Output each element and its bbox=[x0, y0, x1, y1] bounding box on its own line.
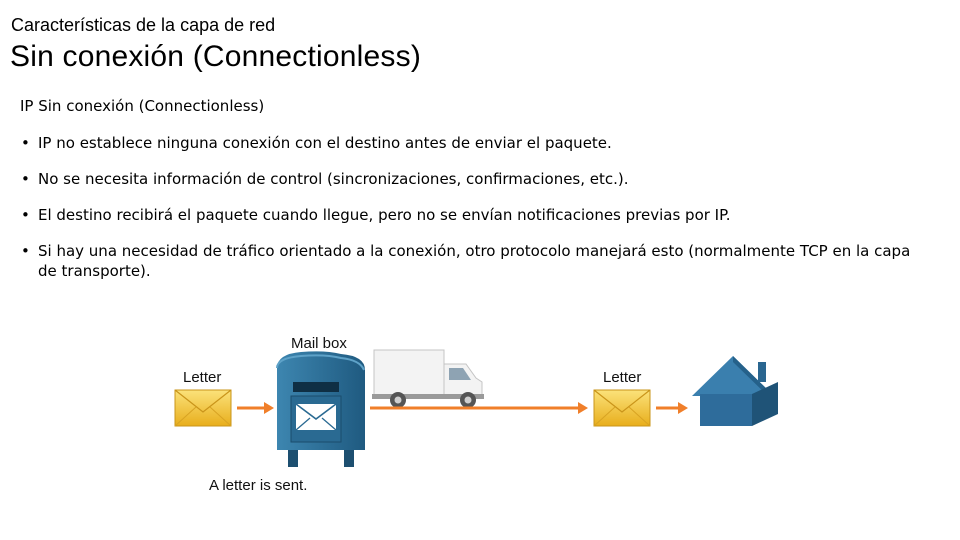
diagram-caption: A letter is sent. bbox=[209, 477, 308, 494]
bullet-item: Si hay una necesidad de tráfico orientad… bbox=[20, 241, 920, 281]
envelope-icon bbox=[593, 389, 651, 427]
intro-text: IP Sin conexión (Connectionless) bbox=[20, 97, 265, 115]
letter-label-left: Letter bbox=[183, 369, 222, 386]
diagram-graphics bbox=[174, 349, 778, 467]
house-icon bbox=[692, 356, 778, 426]
mailbox-label: Mail box bbox=[291, 335, 347, 352]
arrow-to-mailbox bbox=[237, 402, 274, 414]
bullet-list: IP no establece ninguna conexión con el … bbox=[20, 133, 920, 281]
truck-icon bbox=[372, 349, 484, 408]
bullet-item: IP no establece ninguna conexión con el … bbox=[20, 133, 920, 153]
arrow-to-destination bbox=[370, 402, 588, 414]
letter-label-right: Letter bbox=[603, 369, 642, 386]
arrow-to-house bbox=[656, 402, 688, 414]
mailbox-icon bbox=[276, 351, 365, 467]
bullet-item: No se necesita información de control (s… bbox=[20, 169, 920, 189]
envelope-icon bbox=[174, 389, 232, 427]
bullet-item: El destino recibirá el paquete cuando ll… bbox=[20, 205, 920, 225]
slide-subtitle: Características de la capa de red bbox=[11, 15, 276, 35]
slide-content: IP Sin conexión (Connectionless) IP no e… bbox=[20, 96, 920, 297]
connectionless-diagram: Letter Mail box Letter A letter is sent. bbox=[160, 330, 800, 500]
slide-title: Sin conexión (Connectionless) bbox=[10, 40, 422, 73]
